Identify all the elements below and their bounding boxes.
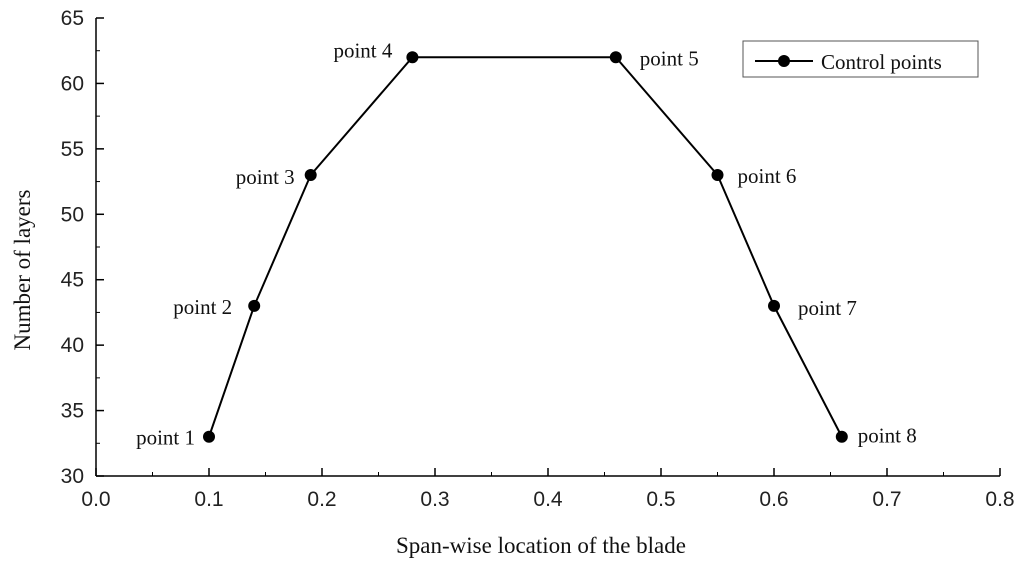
y-tick-label: 50 <box>61 203 84 226</box>
y-tick-label: 55 <box>61 138 84 161</box>
data-point <box>406 51 419 64</box>
x-axis-title: Span-wise location of the blade <box>396 533 686 558</box>
y-tick-label: 65 <box>61 7 84 30</box>
x-tick-label: 0.3 <box>420 488 449 511</box>
data-point <box>609 51 622 64</box>
point-label: point 3 <box>236 165 295 189</box>
point-label: point 6 <box>738 164 797 188</box>
plot-area: 0.0 0.1 0.2 0.3 0.4 0.5 0.6 0.7 0.8 30 35 40 45 50 55… <box>61 7 1015 511</box>
data-point <box>835 430 848 443</box>
legend-marker <box>778 55 790 67</box>
y-ticks: 30 35 40 45 50 55 60 65 <box>61 7 104 488</box>
point-label: point 7 <box>798 296 857 320</box>
point-label: point 2 <box>173 295 232 319</box>
point-label: point 5 <box>640 46 699 70</box>
data-point <box>203 430 215 443</box>
point-label: point 4 <box>333 38 392 62</box>
point-labels: point 1 point 2 point 3 point 4 point 5 point… <box>136 38 917 449</box>
data-point <box>711 169 724 182</box>
y-axis-title: Number of layers <box>10 189 35 350</box>
legend: Control points <box>742 40 979 78</box>
x-tick-label: 0.4 <box>533 488 563 511</box>
point-label: point 8 <box>858 424 917 448</box>
data-point <box>304 169 317 182</box>
y-tick-label: 45 <box>61 269 84 292</box>
series-layer <box>203 51 848 443</box>
y-tick-label: 30 <box>61 465 84 488</box>
x-tick-label: 0.0 <box>81 488 110 511</box>
x-tick-label: 0.5 <box>646 488 675 511</box>
x-tick-label: 0.7 <box>872 488 901 511</box>
point-label: point 1 <box>136 426 195 450</box>
y-tick-label: 60 <box>61 72 84 95</box>
x-tick-label: 0.6 <box>759 488 788 511</box>
y-tick-label: 35 <box>61 400 84 423</box>
x-tick-label: 0.8 <box>985 488 1014 511</box>
legend-label: Control points <box>821 50 942 74</box>
x-tick-label: 0.1 <box>194 488 223 511</box>
x-tick-label: 0.2 <box>307 488 336 511</box>
y-tick-label: 40 <box>61 334 84 357</box>
x-ticks: 0.0 0.1 0.2 0.3 0.4 0.5 0.6 0.7 0.8 <box>81 468 1015 511</box>
data-point <box>248 299 261 312</box>
data-point <box>768 299 780 312</box>
series-line <box>208 56 843 438</box>
